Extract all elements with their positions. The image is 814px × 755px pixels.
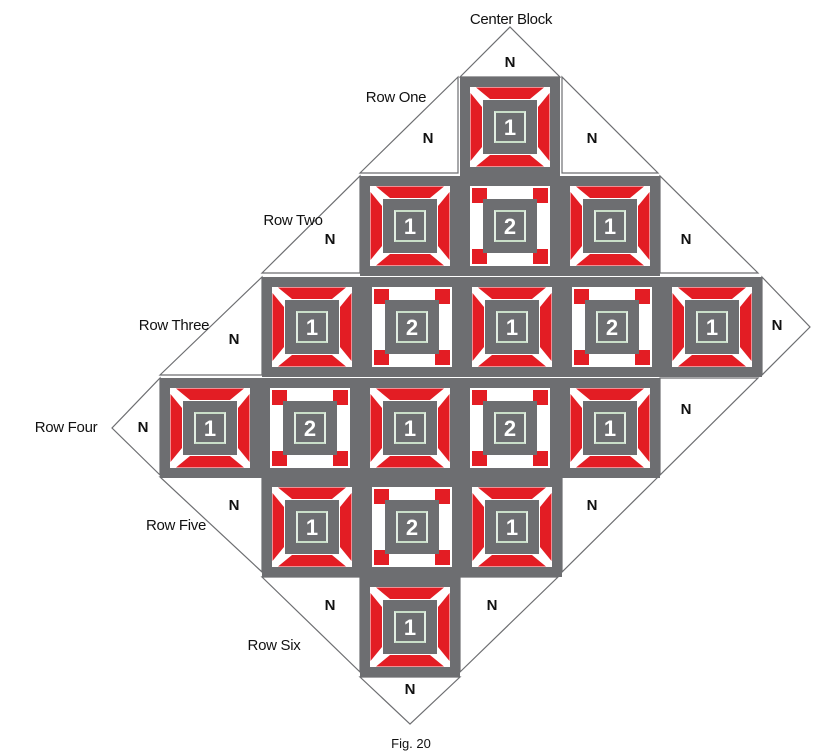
quilt-block-1: 1 <box>462 477 562 577</box>
quilt-block-1: 1 <box>560 378 660 478</box>
filler-triangle-letter: N <box>487 597 498 614</box>
row-label: Row Six <box>248 637 302 654</box>
filler-triangle-letter: N <box>325 231 336 248</box>
block-number-label: 1 <box>604 214 616 239</box>
setting-triangle <box>460 577 558 672</box>
block-number-label: 1 <box>404 214 416 239</box>
filler-triangle-letter: N <box>587 497 598 514</box>
row-label: Row Four <box>35 419 98 436</box>
row-label: Row Two <box>263 212 322 229</box>
block-number-label: 1 <box>404 615 416 640</box>
setting-triangle <box>762 277 810 375</box>
quilt-block-2: 2 <box>362 277 462 377</box>
block-number-label: 2 <box>304 416 316 441</box>
filler-triangle-letter: N <box>229 331 240 348</box>
quilt-block-2: 2 <box>260 378 360 478</box>
quilt-block-1: 1 <box>560 176 660 276</box>
filler-triangle-letter: N <box>423 130 434 147</box>
setting-triangle <box>660 176 758 273</box>
block-number-label: 1 <box>306 315 318 340</box>
setting-triangle <box>262 577 360 672</box>
block-number-label: 1 <box>506 515 518 540</box>
block-number-label: 1 <box>706 315 718 340</box>
block-number-label: 2 <box>406 315 418 340</box>
filler-triangle-letter: N <box>681 401 692 418</box>
quilt-block-2: 2 <box>562 277 662 377</box>
setting-triangle <box>112 378 160 475</box>
quilt-block-1: 1 <box>662 277 762 377</box>
filler-triangle-letter: N <box>405 681 416 698</box>
block-number-label: 2 <box>504 416 516 441</box>
filler-triangle-letter: N <box>229 497 240 514</box>
block-number-label: 1 <box>506 315 518 340</box>
filler-triangle-letter: N <box>138 419 149 436</box>
row-label: Row Five <box>146 517 206 534</box>
block-number-label: 1 <box>504 115 516 140</box>
quilt-block-1: 1 <box>160 378 260 478</box>
quilt-block-1: 1 <box>462 277 562 377</box>
filler-triangle-letter: N <box>681 231 692 248</box>
setting-triangle <box>562 477 658 572</box>
filler-triangle-letter: N <box>505 54 516 71</box>
quilt-block-1: 1 <box>460 77 560 177</box>
quilt-block-1: 1 <box>262 477 362 577</box>
filler-triangle-letter: N <box>772 317 783 334</box>
quilt-block-1: 1 <box>360 176 460 276</box>
filler-triangle-letter: N <box>325 597 336 614</box>
setting-triangle <box>562 77 658 173</box>
block-number-label: 1 <box>306 515 318 540</box>
block-number-label: 1 <box>604 416 616 441</box>
quilt-block-1: 1 <box>262 277 362 377</box>
block-number-label: 2 <box>406 515 418 540</box>
block-number-label: 1 <box>204 416 216 441</box>
quilt-block-2: 2 <box>460 176 560 276</box>
block-number-label: 2 <box>606 315 618 340</box>
row-label: Row One <box>366 89 426 106</box>
figure-caption: Fig. 20 <box>391 736 431 751</box>
diagram-title: Center Block <box>470 11 553 28</box>
quilt-block-1: 1 <box>360 577 460 677</box>
row-label: Row Three <box>139 317 209 334</box>
quilt-block-2: 2 <box>460 378 560 478</box>
block-number-label: 2 <box>504 214 516 239</box>
filler-triangle-letter: N <box>587 130 598 147</box>
quilt-block-2: 2 <box>362 477 462 577</box>
setting-triangle <box>660 378 758 475</box>
quilt-block-1: 1 <box>360 378 460 478</box>
block-number-label: 1 <box>404 416 416 441</box>
